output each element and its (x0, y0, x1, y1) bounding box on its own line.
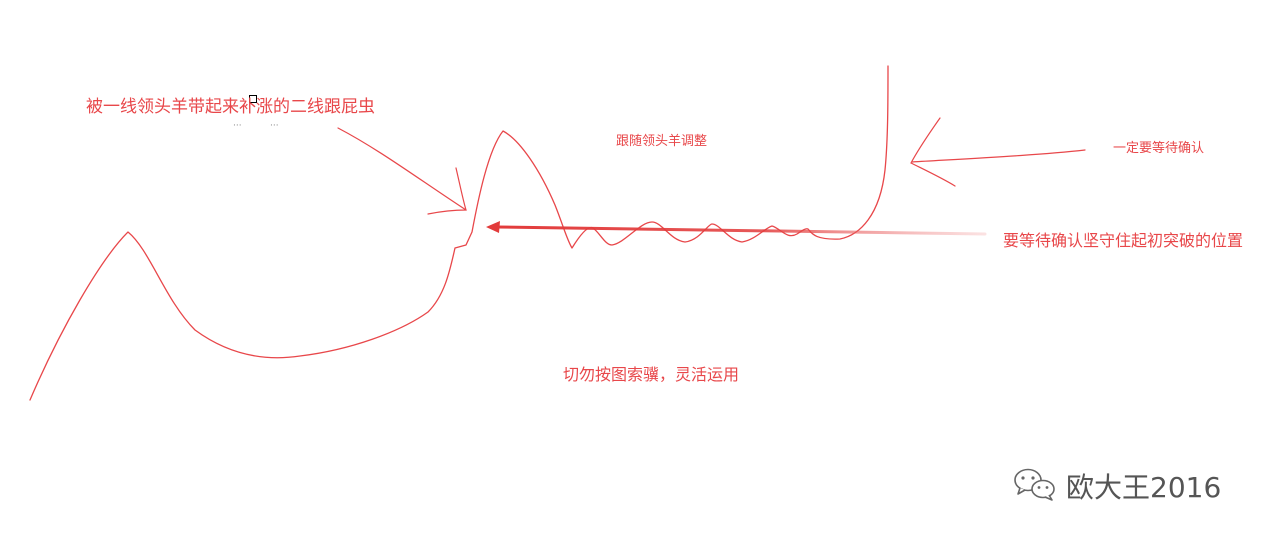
dot-mark: ··· (233, 121, 242, 131)
dot-mark: ··· (270, 121, 279, 131)
adjust-label: 跟随领头羊调整 (616, 134, 708, 149)
confirm-label: 一定要等待确认 (1113, 141, 1205, 156)
confirm-arrow-shaft (911, 149, 1086, 163)
follower-arrow-head (427, 167, 467, 215)
breakout-arrow-shaft (495, 225, 987, 236)
cursor-marker (249, 95, 257, 103)
follower-arrow-shaft (337, 127, 467, 211)
wechat-icon (1010, 464, 1060, 508)
watermark-text: 欧大王2016 (1066, 471, 1222, 504)
follower-label: 被一线领头羊带起来补涨的二线跟屁虫 (86, 97, 375, 117)
hold-label: 要等待确认坚守住起初突破的位置 (1003, 231, 1244, 250)
breakout-arrow-head (486, 221, 500, 233)
confirm-arrow-head (910, 117, 956, 187)
watermark: 欧大王2016 (1010, 464, 1221, 508)
note-label: 切勿按图索骥，灵活运用 (563, 365, 740, 384)
